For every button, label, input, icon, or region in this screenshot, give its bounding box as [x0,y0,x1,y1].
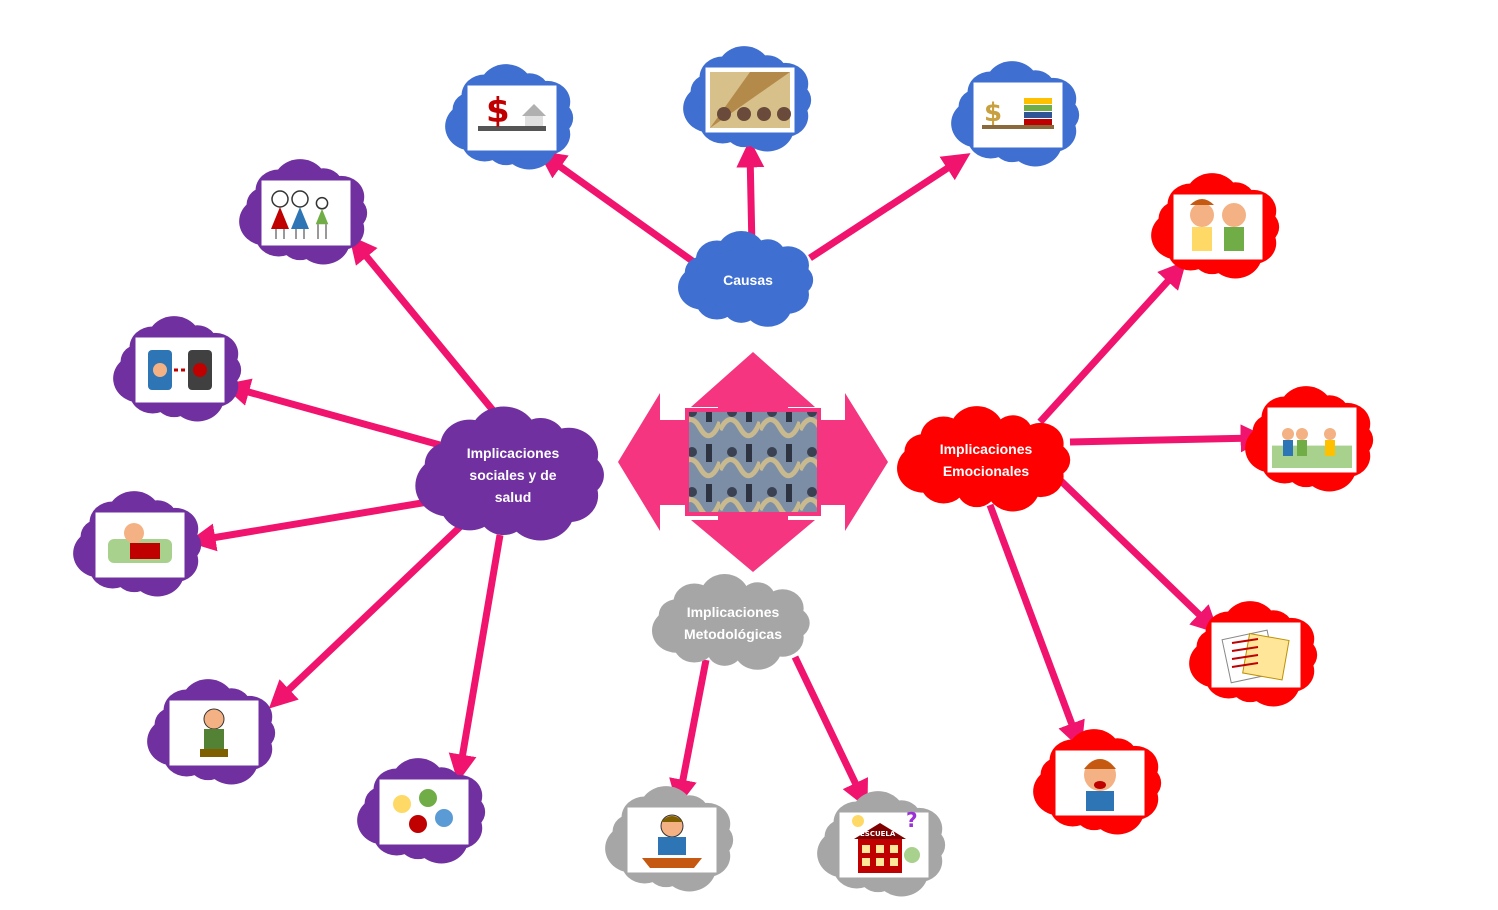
image-cloud-sociales-4 [147,679,276,785]
arrows-layer [187,139,1269,809]
node-sociales-label-line-3: salud [495,489,532,505]
image-cloud-metodologicas-2: ESCUELA? [817,791,946,897]
node-emocionales-label-line-2: Emocionales [943,463,1030,479]
sick-person-icon [108,523,172,563]
node-metodologicas-label-line-1: Implicaciones [687,604,780,620]
image-cloud-sociales-3 [73,491,202,597]
node-sociales-label-line-2: sociales y de [469,467,556,483]
image-cloud-sociales-2 [113,316,242,422]
image-cloud-metodologicas-1 [605,786,734,892]
image-cloud-causas-2 [683,46,812,152]
image-cloud-emocionales-1 [1151,173,1280,279]
arrow-emocionales-3 [1057,477,1220,634]
node-sociales-label-line-1: Implicaciones [467,445,560,461]
center-group [618,352,888,572]
classroom-photo-icon [710,72,791,128]
image-frame [973,82,1063,148]
arrow-metodologicas-1 [669,659,710,808]
image-cloud-emocionales-2 [1245,386,1374,492]
school-building-icon: ESCUELA? [852,808,920,873]
sad-sitting-man-icon [200,708,228,757]
arrow-emocionales-1 [1037,260,1187,425]
node-causas: Causas [678,231,814,327]
question-mark-label: ? [906,808,918,832]
arrow-sociales-1 [348,235,508,428]
money-house-scale-icon: $ [478,91,546,131]
utilities-icon [391,787,455,835]
arguing-kids-icon [1190,199,1246,251]
node-emocionales-label-line-1: Implicaciones [940,441,1033,457]
student-writing-icon [642,814,702,868]
image-cloud-causas-3: $ [951,61,1080,167]
image-cloud-sociales-1 [239,159,368,265]
phone-chat-icon [148,350,212,390]
arrow-causas-3 [808,153,971,261]
image-cloud-sociales-5 [357,758,486,864]
image-cloud-emocionales-4 [1033,729,1162,835]
family-drawing-icon [271,190,329,239]
arrow-emocionales-2 [1069,424,1269,453]
image-cloud-emocionales-3 [1189,601,1318,707]
arrow-metodologicas-2 [791,655,868,809]
arrow-sociales-4 [268,522,465,709]
arrow-causas-1 [537,150,708,273]
bullying-kids-icon [1272,428,1352,468]
crying-child-icon [1084,759,1116,811]
image-frame [1173,194,1263,260]
report-card-icon [1221,629,1290,684]
arrow-sociales-2 [221,378,441,449]
node-metodologicas-label-line-2: Metodológicas [684,626,782,642]
svg-text:$: $ [486,91,510,131]
center-mural-image [685,408,821,516]
arrow-emocionales-4 [986,503,1085,750]
image-cloud-causas-1: $ [445,64,574,170]
node-sociales: Implicaciones sociales y de salud [415,406,604,541]
arrow-sociales-3 [187,496,441,552]
arrow-causas-2 [736,139,765,249]
school-sign-label: ESCUELA [860,830,896,838]
svg-text:$: $ [984,98,1002,128]
arrow-sociales-5 [448,534,504,783]
node-causas-label-line-1: Causas [723,272,773,288]
money-books-scale-icon: $ [982,98,1054,129]
